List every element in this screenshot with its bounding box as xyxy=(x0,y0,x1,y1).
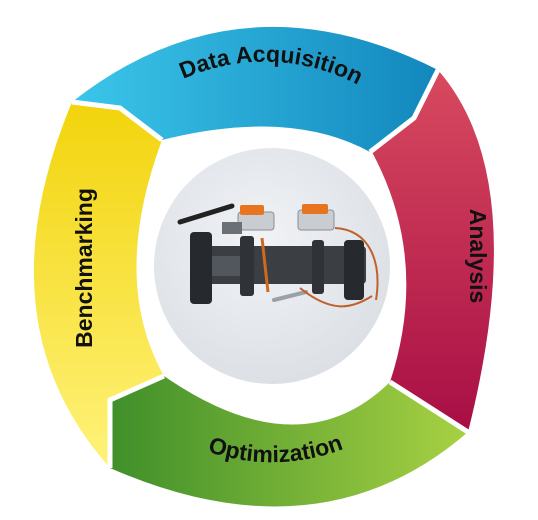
segment-analysis xyxy=(372,70,494,432)
stage-label-analysis: Analysis xyxy=(465,209,491,304)
valve-assembly-image xyxy=(177,203,379,308)
segment-dividers xyxy=(71,68,470,468)
segment-optimization xyxy=(110,376,468,507)
segment-data-acquisition xyxy=(72,26,438,152)
stage-label-benchmarking: Benchmarking xyxy=(71,188,97,348)
segment-benchmarking xyxy=(33,102,164,468)
